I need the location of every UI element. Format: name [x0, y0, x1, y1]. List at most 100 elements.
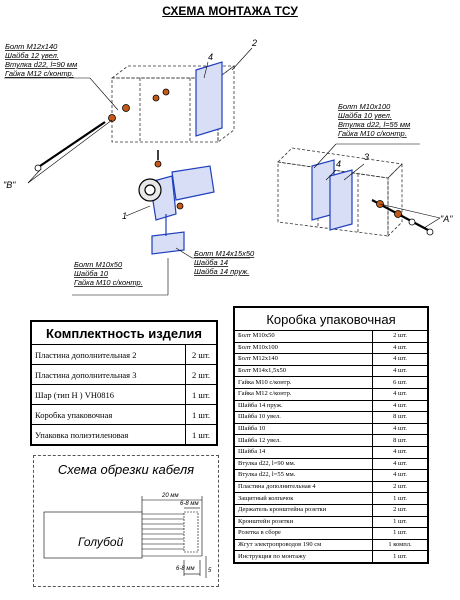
part-number-4: 4	[336, 159, 341, 169]
cable-scheme-title: Схема обрезки кабеля	[57, 462, 195, 477]
leader-lines	[4, 47, 441, 296]
item-name: Пластина дополнительная 2	[30, 344, 186, 365]
item-qty: 2 шт.	[372, 480, 429, 494]
item-qty: 1 шт.	[372, 527, 429, 540]
table-row: Шайба 12 увел.8 шт.	[233, 434, 429, 447]
item-name: Шайба 14 пруж.	[233, 399, 373, 413]
dim-20: 20 мм	[161, 493, 179, 499]
callout-line: Болт М12х140	[5, 42, 58, 51]
table-row: Гайка М12 с/контр.4 шт.	[233, 387, 429, 401]
callout-line: Гайка М12 с/контр.	[5, 69, 74, 78]
callout-line: Шайба 14	[194, 258, 228, 267]
item-qty: 6 шт.	[372, 376, 429, 389]
item-name: Розетка в сборе	[233, 527, 373, 540]
right-callout: Болт М10х100 Шайба 10 увел. Втулка d22, …	[338, 102, 410, 138]
item-name: Жгут электропроводов 190 см	[233, 538, 373, 552]
part-number-1: 1	[122, 211, 127, 221]
item-qty: 4 шт.	[372, 445, 429, 459]
item-qty: 1 шт.	[185, 424, 218, 446]
callout-line: Болт М10х100	[338, 102, 391, 111]
left-callout: Болт М12х140 Шайба 12 увел. Втулка d22, …	[5, 42, 77, 78]
item-qty: 8 шт.	[372, 434, 429, 447]
item-name: Пластина дополнительная 4	[233, 480, 373, 494]
item-qty: 4 шт.	[372, 364, 429, 378]
page-title: СХЕМА МОНТАЖА ТСУ	[162, 4, 298, 18]
bottom-callout: Болт М10х50 Шайба 10 Гайка М10 с/контр.	[74, 260, 143, 287]
dim-6-top: 6-8 мм	[180, 501, 199, 507]
part-number-4: 4	[208, 52, 213, 62]
item-name: Упаковка полиэтиленовая	[30, 424, 186, 446]
dim-5: 5	[208, 568, 212, 574]
item-qty: 2 шт.	[185, 344, 218, 365]
middle-callout: Болт М14х15х50 Шайба 14 Шайба 14 пруж.	[194, 249, 255, 276]
item-qty: 4 шт.	[372, 422, 429, 436]
item-name: Гайка М12 с/контр.	[233, 387, 373, 401]
item-qty: 1 шт.	[372, 492, 429, 505]
item-qty: 1 шт.	[185, 404, 218, 425]
item-qty: 4 шт.	[372, 469, 429, 482]
kit-table: Комплектность изделия Пластина дополните…	[30, 320, 218, 446]
cable-scheme: Схема обрезки кабеля	[33, 455, 219, 587]
item-name: Гайка М10 с/контр.	[233, 376, 373, 389]
item-qty: 4 шт.	[372, 457, 429, 471]
item-qty: 1 шт.	[372, 550, 429, 564]
item-qty: 4 шт.	[372, 399, 429, 413]
bolts-left	[34, 88, 170, 172]
bolts-right	[371, 199, 434, 236]
item-name: Пластина дополнительная 3	[30, 364, 186, 385]
dim-6-bottom: 6-8 мм	[176, 566, 195, 572]
item-qty: 2 шт.	[372, 330, 429, 343]
callout-line: Шайба 10	[74, 269, 109, 278]
item-qty: 4 шт.	[372, 387, 429, 401]
callout-line: Шайба 12 увел.	[5, 51, 59, 60]
wire-label: Голубой	[78, 535, 124, 549]
item-name: Шайба 10 увел.	[233, 411, 373, 424]
table-row: Шайба 14 пруж.4 шт.	[233, 399, 429, 413]
item-name: Болт М10х50	[233, 330, 373, 343]
callout-line: Втулка d22, l=55 мм	[338, 120, 410, 129]
bolts-middle	[154, 150, 184, 210]
item-qty: 8 шт.	[372, 411, 429, 424]
item-qty: 2 шт.	[372, 503, 429, 517]
table-row: Шайба 10 увел.8 шт.	[233, 411, 429, 424]
view-label-b: "B"	[3, 180, 16, 190]
item-name: Держатель кронштейна розетки	[233, 503, 373, 517]
item-name: Болт М10х100	[233, 341, 373, 355]
part-number-2: 2	[251, 38, 257, 48]
callout-line: Втулка d22, l=90 мм	[5, 60, 77, 69]
item-name: Кронштейн розетки	[233, 515, 373, 529]
item-name: Инструкция по монтажу	[233, 550, 373, 564]
item-qty: 1 шт.	[185, 384, 218, 405]
cable-wires	[142, 511, 202, 557]
item-qty: 4 шт.	[372, 341, 429, 355]
item-name: Втулка d22, l=90 мм.	[233, 457, 373, 471]
item-name: Болт М12х140	[233, 353, 373, 366]
item-name: Втулка d22, l=55 мм.	[233, 469, 373, 482]
item-name: Шар (тип H ) VH0816	[30, 384, 186, 405]
item-qty: 1 компл.	[372, 538, 429, 552]
table-row: Втулка d22, l=90 мм.4 шт.	[233, 457, 429, 471]
item-name: Шайба 14	[233, 445, 373, 459]
callout-line: Шайба 10 увел.	[338, 111, 392, 120]
item-qty: 4 шт.	[372, 353, 429, 366]
item-qty: 1 шт.	[372, 515, 429, 529]
callout-line: Шайба 14 пруж.	[194, 267, 249, 276]
